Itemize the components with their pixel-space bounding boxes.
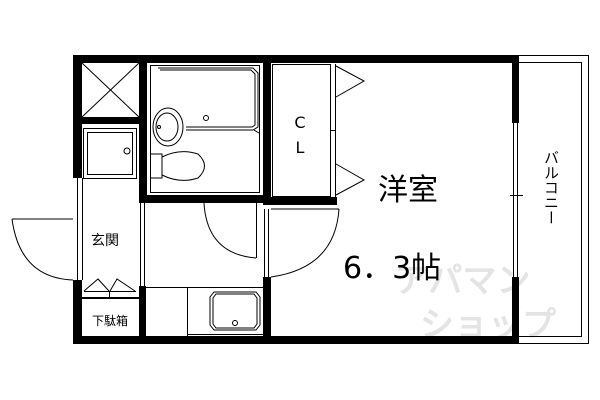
closet-label-l: L: [296, 138, 305, 157]
entrance-walls: [77, 178, 146, 344]
exterior-walls: [73, 55, 519, 344]
balcony-label: バルコニー: [542, 150, 560, 225]
bath-door[interactable]: [203, 198, 257, 259]
unit-bath: [139, 55, 271, 203]
room-size-label: 6．3帖: [343, 251, 441, 286]
balcony-label-group: バルコニー: [542, 150, 560, 225]
balcony: バルコニー: [518, 55, 589, 344]
storage-box: [81, 55, 147, 203]
watermark-line1: アパマン: [395, 261, 530, 301]
closet-label-c: C: [294, 113, 305, 132]
kitchen: [146, 277, 271, 344]
room-name-label: 洋室: [378, 173, 438, 208]
entry-door[interactable]: [11, 218, 74, 281]
closet: C L: [263, 64, 366, 205]
shoe-box-label: 下駄箱: [92, 313, 128, 328]
shoe-box: 下駄箱: [82, 278, 139, 328]
washing-machine-pan: [83, 128, 137, 179]
entrance-label: 玄関: [91, 232, 119, 249]
balcony-window: [510, 123, 523, 277]
room-door[interactable]: [264, 208, 340, 278]
watermark: アパマン ショップ: [395, 261, 556, 345]
